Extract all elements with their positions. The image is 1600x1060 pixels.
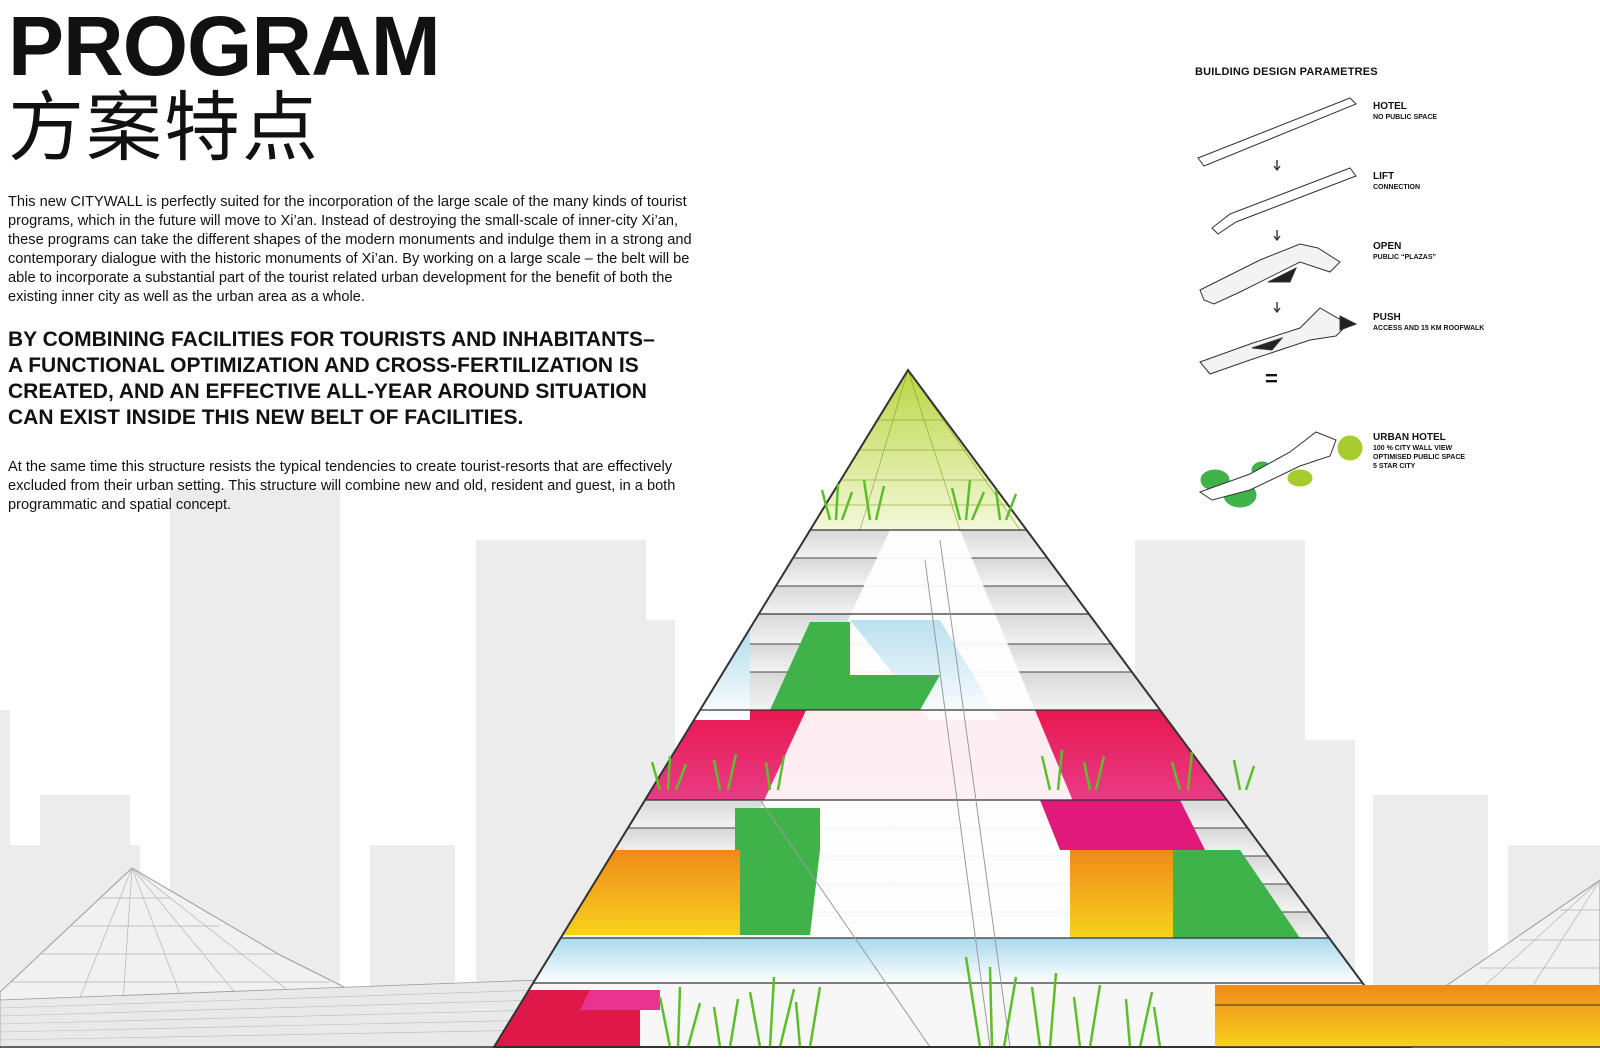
- param-lift-label: LIFT: [1373, 171, 1395, 182]
- chinese-subtitle: 方案特点: [8, 83, 320, 172]
- parameter-sketches: [1197, 97, 1363, 508]
- page-title: PROGRAM: [8, 0, 441, 93]
- parameters-title: BUILDING DESIGN PARAMETRES: [1195, 66, 1378, 78]
- param-push-sub: ACCESS AND 15 KM ROOFWALK: [1373, 325, 1485, 332]
- left-pyramid: [0, 867, 541, 1048]
- param-hotel-label: HOTEL: [1373, 101, 1407, 112]
- param-lift-sub: CONNECTION: [1373, 184, 1421, 191]
- ground-block-right: [1215, 985, 1600, 1047]
- intro-paragraph: This new CITYWALL is perfectly suited fo…: [8, 194, 692, 305]
- closing-paragraph: At the same time this structure resists …: [8, 459, 676, 513]
- param-open-label: OPEN: [1373, 241, 1402, 252]
- param-urban-hotel-sub: 100 % CITY WALL VIEW OPTIMISED PUBLIC SP…: [1373, 445, 1466, 470]
- param-hotel-sub: NO PUBLIC SPACE: [1373, 114, 1438, 121]
- param-open-sub: PUBLIC “PLAZAS”: [1373, 254, 1436, 261]
- param-push-label: PUSH: [1373, 312, 1401, 323]
- equals-sign: =: [1265, 366, 1278, 391]
- grass: [650, 479, 1256, 1048]
- emphasis-statement: BY COMBINING FACILITIES FOR TOURISTS AND…: [8, 328, 655, 429]
- param-urban-hotel-label: URBAN HOTEL: [1373, 432, 1446, 443]
